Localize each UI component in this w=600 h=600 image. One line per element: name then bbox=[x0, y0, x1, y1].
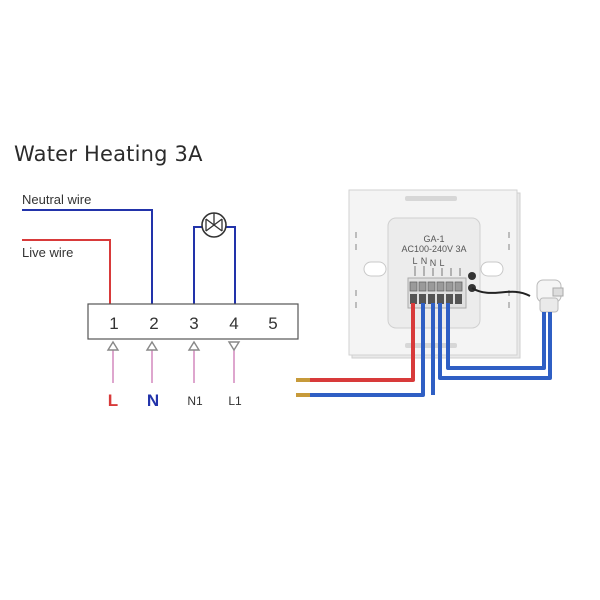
neutral-wire-label: Neutral wire bbox=[22, 192, 91, 207]
terminal-block bbox=[87, 303, 299, 340]
device-model: GA-1 bbox=[423, 234, 444, 244]
terminal-number-1: 1 bbox=[109, 314, 118, 333]
arrow-up-icon bbox=[106, 340, 120, 351]
sensor-probe bbox=[536, 279, 564, 313]
device-load-wire-b bbox=[438, 303, 552, 380]
device-load-wire-c bbox=[446, 303, 546, 370]
arrow-down-icon bbox=[227, 341, 241, 352]
label-l1: L1 bbox=[228, 394, 242, 408]
diagram-title: Water Heating 3A bbox=[14, 142, 203, 166]
thermostat-device: GA-1 AC100-240V 3A L N N L bbox=[348, 189, 531, 359]
water-valve-icon bbox=[201, 212, 227, 238]
arrow-up-icon bbox=[187, 340, 201, 351]
device-mark-n: N bbox=[421, 256, 428, 266]
device-neutral-wire bbox=[300, 303, 425, 397]
live-wire-label: Live wire bbox=[22, 245, 73, 260]
load-wire-l1 bbox=[225, 226, 236, 304]
label-l: L bbox=[108, 391, 118, 410]
live-copper-tip bbox=[296, 378, 310, 382]
label-n1: N1 bbox=[187, 394, 203, 408]
device-live-wire bbox=[300, 303, 415, 382]
device-rating: AC100-240V 3A bbox=[401, 244, 466, 254]
device-mark-l: L bbox=[412, 256, 417, 266]
load-wire-n1 bbox=[193, 226, 203, 304]
neutral-wire bbox=[22, 209, 153, 304]
device-mark-n1: N bbox=[430, 258, 437, 268]
terminal-number-5: 5 bbox=[268, 314, 277, 333]
arrow-up-icon bbox=[145, 340, 159, 351]
live-wire bbox=[22, 239, 111, 304]
terminal-number-2: 2 bbox=[149, 314, 158, 333]
terminal-number-4: 4 bbox=[229, 314, 238, 333]
terminal-arrows bbox=[106, 340, 241, 383]
label-n: N bbox=[147, 391, 159, 410]
device-mark-l1: L bbox=[439, 258, 444, 268]
terminal-number-3: 3 bbox=[189, 314, 198, 333]
neutral-copper-tip bbox=[296, 393, 310, 397]
